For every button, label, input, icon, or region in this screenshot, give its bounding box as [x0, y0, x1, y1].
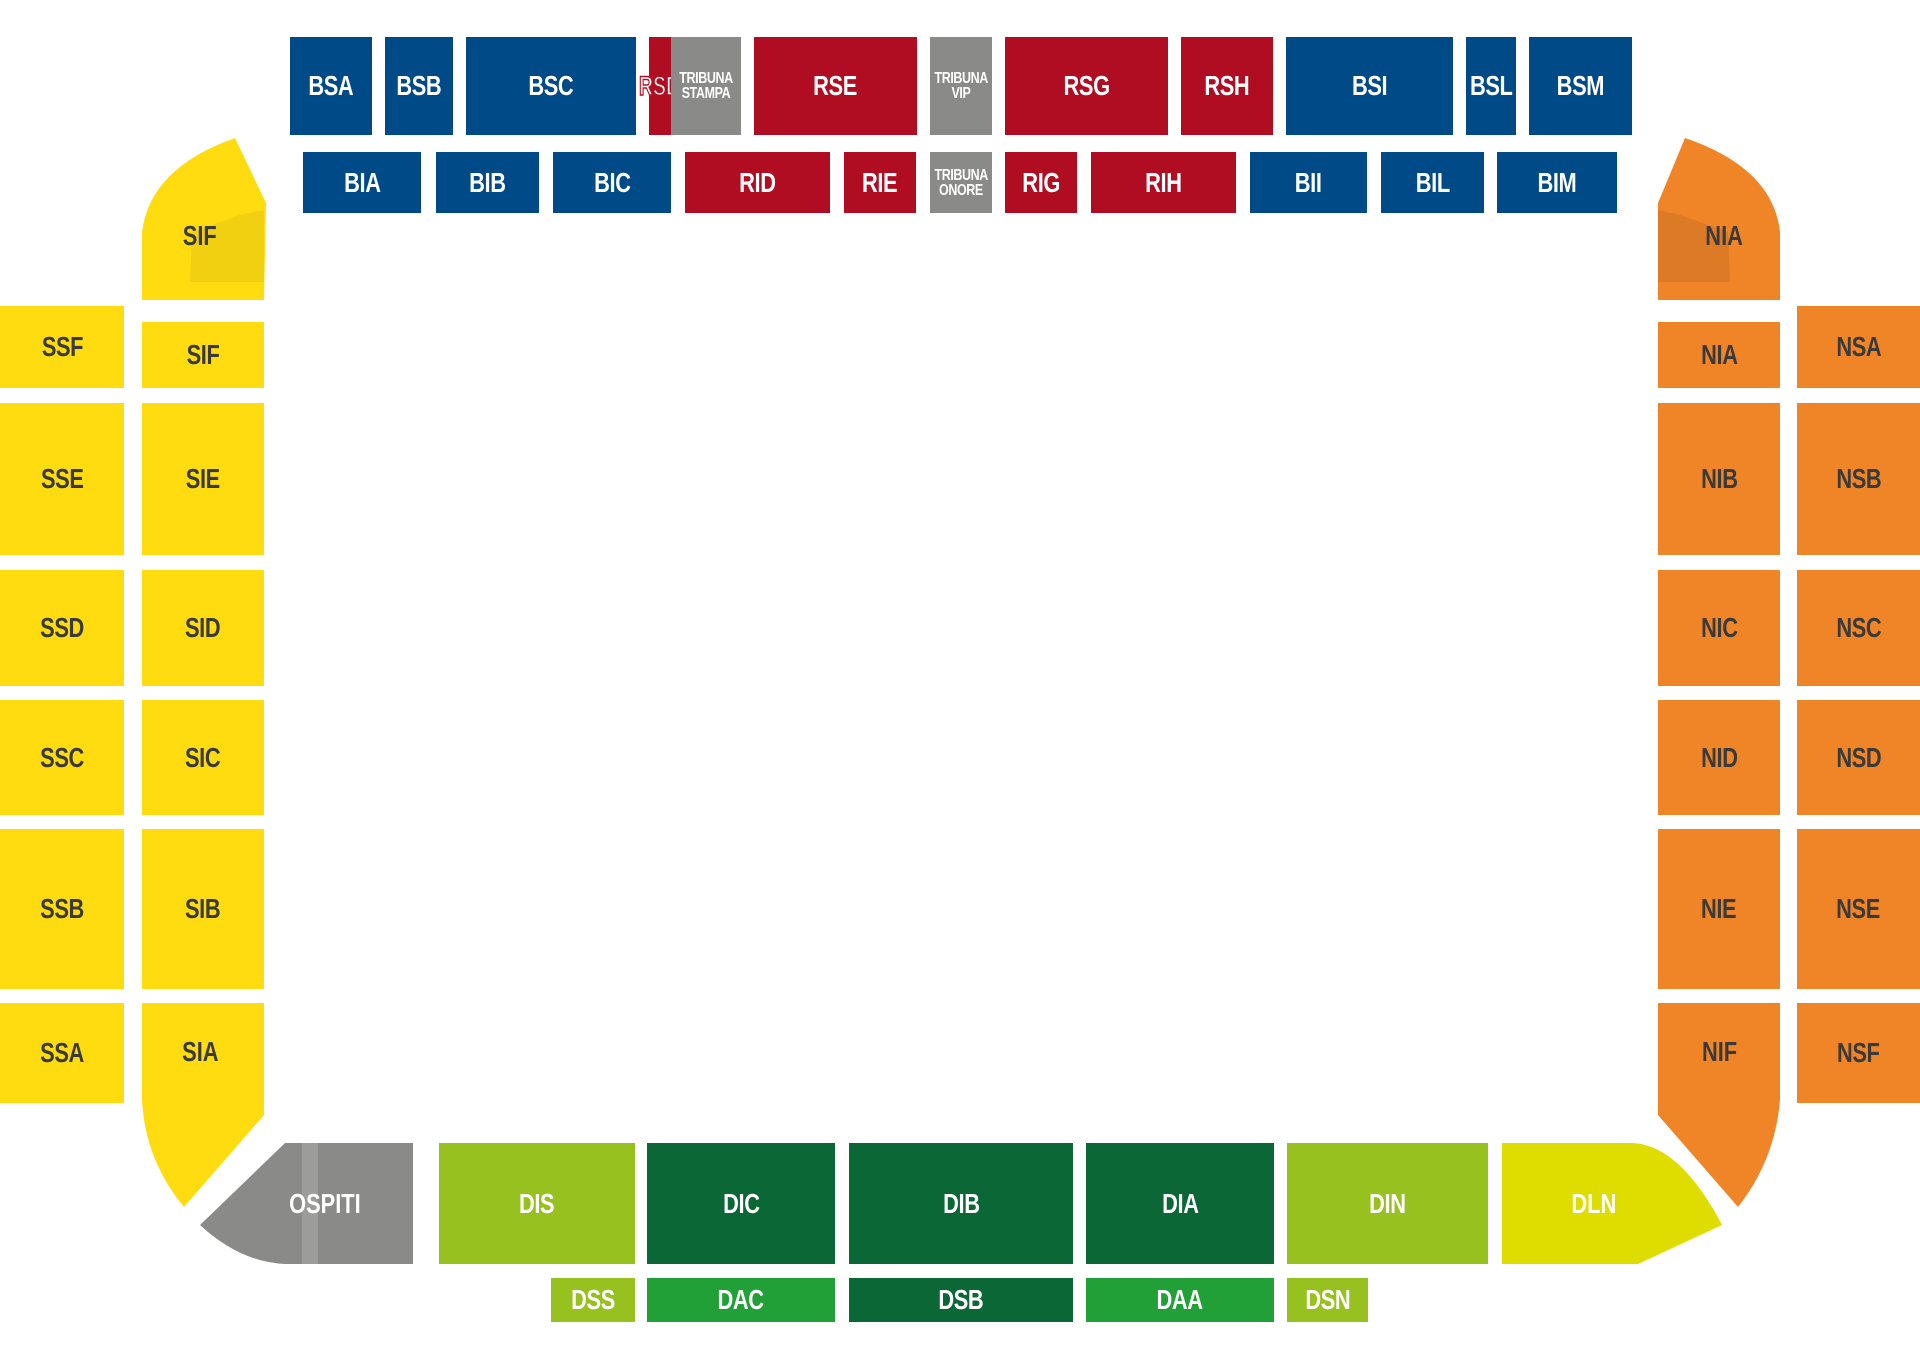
section-rid[interactable]: RID	[685, 152, 830, 213]
section-nia[interactable]: NIA	[1658, 322, 1780, 388]
section-bii[interactable]: BII	[1250, 152, 1367, 213]
section-sie[interactable]: SIE	[142, 403, 264, 555]
section-dss[interactable]: DSS	[551, 1278, 635, 1322]
section-rig[interactable]: RIG	[1005, 152, 1077, 213]
section-nib[interactable]: NIB	[1658, 403, 1780, 555]
section-nie[interactable]: NIE	[1658, 829, 1780, 989]
section-nsc[interactable]: NSC	[1797, 570, 1920, 686]
section-daa[interactable]: DAA	[1086, 1278, 1274, 1322]
dln-label: DLN	[1571, 1188, 1617, 1219]
section-ssf[interactable]: SSF	[0, 306, 124, 388]
section-ssb[interactable]: SSB	[0, 829, 124, 989]
section-tribuna-onore[interactable]: TRIBUNA ONORE	[930, 152, 992, 213]
section-bsi[interactable]: BSI	[1286, 37, 1453, 135]
section-rie[interactable]: RIE	[844, 152, 916, 213]
section-rse[interactable]: RSE	[754, 37, 917, 135]
section-nsf[interactable]: NSF	[1797, 1003, 1920, 1103]
section-dac[interactable]: DAC	[647, 1278, 835, 1322]
ospiti-stripe	[302, 1143, 318, 1264]
section-bsa[interactable]: BSA	[290, 37, 372, 135]
section-rsd[interactable]	[649, 37, 671, 135]
section-dic[interactable]: DIC	[647, 1143, 835, 1264]
section-dsn[interactable]: DSN	[1287, 1278, 1368, 1322]
section-din[interactable]: DIN	[1287, 1143, 1488, 1264]
section-bia[interactable]: BIA	[303, 152, 421, 213]
section-sif[interactable]: SIF	[142, 322, 264, 388]
section-bib[interactable]: BIB	[436, 152, 539, 213]
section-dia[interactable]: DIA	[1086, 1143, 1274, 1264]
nia-corner-label: NIA	[1705, 220, 1743, 251]
section-rsh[interactable]: RSH	[1181, 37, 1273, 135]
section-bil[interactable]: BIL	[1381, 152, 1484, 213]
section-nic[interactable]: NIC	[1658, 570, 1780, 686]
section-sid[interactable]: SID	[142, 570, 264, 686]
section-sib[interactable]: SIB	[142, 829, 264, 989]
section-bim[interactable]: BIM	[1497, 152, 1617, 213]
dln-shape[interactable]	[1502, 1143, 1722, 1264]
section-sse[interactable]: SSE	[0, 403, 124, 555]
section-tribuna-stampa[interactable]: TRIBUNA STAMPA	[671, 37, 741, 135]
section-rsg[interactable]: RSG	[1005, 37, 1168, 135]
section-dib[interactable]: DIB	[849, 1143, 1073, 1264]
section-nse[interactable]: NSE	[1797, 829, 1920, 989]
nif-curve-shape[interactable]	[1658, 1003, 1780, 1207]
section-bsm[interactable]: BSM	[1529, 37, 1632, 135]
section-bsb[interactable]: BSB	[385, 37, 453, 135]
section-nid[interactable]: NID	[1658, 700, 1780, 815]
section-bsl[interactable]: BSL	[1466, 37, 1516, 135]
section-dsb[interactable]: DSB	[849, 1278, 1073, 1322]
section-ssc[interactable]: SSC	[0, 700, 124, 815]
section-tribuna-vip[interactable]: TRIBUNA VIP	[930, 37, 992, 135]
section-nsb[interactable]: NSB	[1797, 403, 1920, 555]
ospiti-label: OSPITI	[289, 1188, 361, 1219]
nia-corner-shade	[1658, 210, 1730, 282]
nif-label: NIF	[1702, 1036, 1738, 1067]
section-nsd[interactable]: NSD	[1797, 700, 1920, 815]
section-bsc[interactable]: BSC	[466, 37, 636, 135]
section-rih[interactable]: RIH	[1091, 152, 1236, 213]
sia-curve-shape[interactable]	[142, 1003, 264, 1207]
section-ssd[interactable]: SSD	[0, 570, 124, 686]
sia-label: SIA	[181, 1036, 219, 1067]
section-bic[interactable]: BIC	[553, 152, 671, 213]
section-ssa[interactable]: SSA	[0, 1003, 124, 1103]
sif-corner-shade	[190, 210, 264, 282]
section-dis[interactable]: DIS	[439, 1143, 635, 1264]
section-sic[interactable]: SIC	[142, 700, 264, 815]
sif-corner-label: SIF	[183, 220, 217, 251]
section-nsa[interactable]: NSA	[1797, 306, 1920, 388]
